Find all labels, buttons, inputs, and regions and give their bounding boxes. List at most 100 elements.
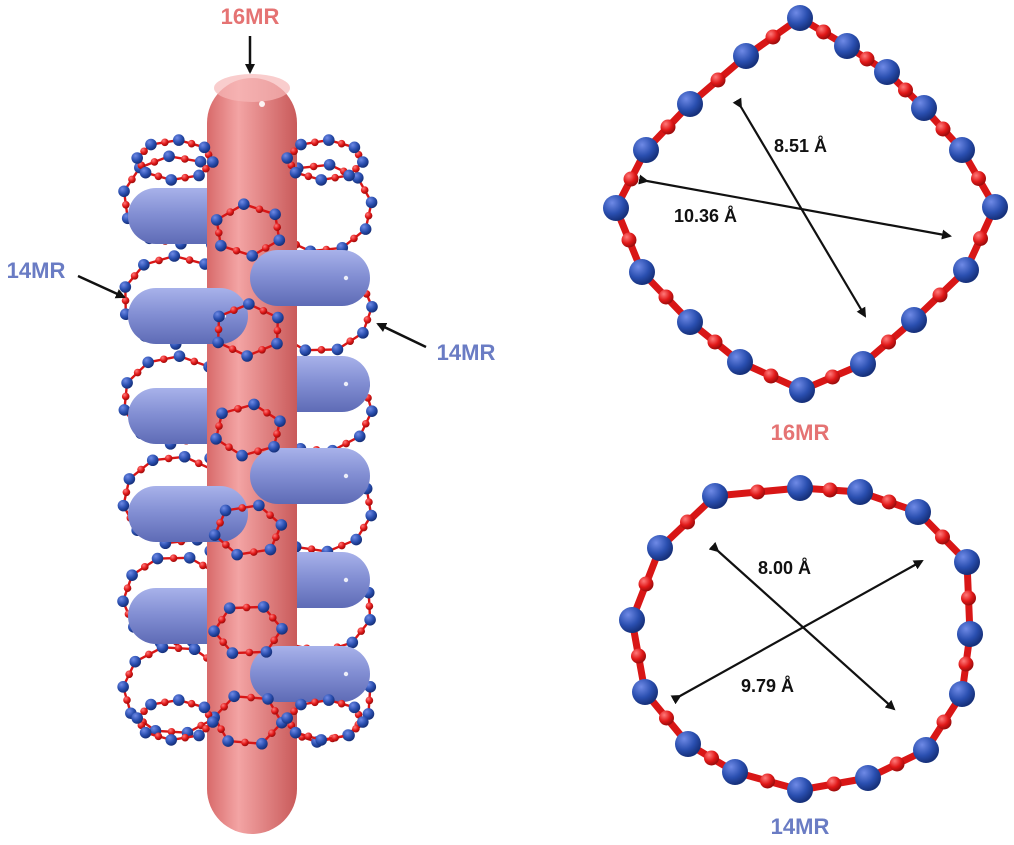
lattice-atom bbox=[145, 698, 157, 711]
tetrahedral-atom bbox=[619, 607, 645, 633]
lattice-oxygen bbox=[225, 443, 233, 452]
lattice-oxygen bbox=[219, 638, 228, 646]
lattice-oxygen bbox=[125, 670, 133, 679]
lattice-oxygen bbox=[185, 256, 194, 264]
lattice-atom bbox=[272, 311, 284, 324]
oxygen-atom bbox=[750, 484, 765, 500]
oxygen-atom bbox=[760, 773, 775, 789]
lattice-oxygen bbox=[242, 603, 251, 612]
lattice-atom bbox=[207, 156, 219, 168]
lattice-atom bbox=[208, 529, 221, 541]
oxygen-atom bbox=[704, 750, 719, 766]
tetrahedral-atom bbox=[949, 681, 975, 707]
lattice-atom bbox=[365, 509, 378, 522]
lattice-oxygen bbox=[121, 392, 130, 401]
lattice-oxygen bbox=[202, 164, 210, 173]
label-16mr-channel: 16MR bbox=[221, 4, 280, 29]
dimension-14mr-b: 9.79 Å bbox=[741, 676, 794, 696]
lattice-atom bbox=[193, 729, 205, 742]
oxygen-atom bbox=[881, 334, 896, 350]
lattice-atom bbox=[262, 693, 274, 705]
tetrahedral-atom bbox=[905, 499, 931, 525]
lattice-oxygen bbox=[214, 228, 223, 237]
lattice-atom bbox=[210, 433, 222, 445]
lattice-oxygen bbox=[249, 548, 258, 556]
lattice-atom bbox=[281, 152, 293, 164]
lattice-oxygen bbox=[137, 465, 145, 474]
lattice-oxygen bbox=[270, 636, 278, 645]
lattice-oxygen bbox=[145, 650, 153, 659]
dimension-arrow-14mr-b bbox=[670, 560, 924, 705]
lattice-atom bbox=[364, 614, 376, 626]
lattice-oxygen bbox=[123, 696, 131, 704]
lattice-atom bbox=[139, 726, 152, 739]
lattice-atom bbox=[295, 138, 307, 151]
lattice-atom bbox=[178, 450, 191, 463]
lattice-oxygen bbox=[241, 738, 249, 747]
lattice-oxygen bbox=[160, 355, 168, 364]
lattice-atom bbox=[246, 250, 258, 262]
oxygen-atom bbox=[826, 776, 842, 792]
lattice-oxygen bbox=[254, 447, 262, 455]
tetrahedral-atom bbox=[901, 307, 927, 333]
lattice-atom bbox=[156, 641, 169, 654]
caption-14mr-ring: 14MR bbox=[771, 814, 830, 839]
lattice-atom bbox=[323, 158, 336, 171]
lattice-oxygen bbox=[169, 554, 178, 562]
lattice-oxygen bbox=[140, 707, 148, 716]
lattice-oxygen bbox=[365, 696, 374, 705]
lattice-atom bbox=[359, 223, 372, 235]
lattice-atom bbox=[352, 171, 364, 184]
lattice-oxygen bbox=[187, 139, 196, 148]
lattice-oxygen bbox=[287, 161, 296, 170]
lattice-atom bbox=[248, 398, 260, 411]
lattice-atom bbox=[215, 239, 227, 252]
oxygen-atom bbox=[680, 514, 695, 530]
lattice-oxygen bbox=[150, 158, 159, 166]
lattice-oxygen bbox=[199, 561, 207, 570]
lattice-oxygen bbox=[217, 725, 225, 733]
channel-14mr-front-group bbox=[128, 250, 370, 702]
lattice-atom bbox=[117, 499, 130, 512]
lattice-atom bbox=[188, 643, 201, 656]
lattice-oxygen bbox=[140, 147, 148, 156]
lattice-atom bbox=[238, 198, 250, 210]
lattice-oxygen bbox=[263, 408, 271, 417]
lattice-oxygen bbox=[194, 459, 203, 468]
lattice-oxygen bbox=[307, 545, 316, 554]
lattice-atom bbox=[118, 404, 131, 416]
lattice-atom bbox=[268, 440, 280, 453]
capsule-body bbox=[250, 250, 370, 306]
tetrahedral-atom bbox=[733, 43, 759, 69]
tetrahedral-atom bbox=[647, 535, 673, 561]
tetrahedral-atom bbox=[954, 549, 980, 575]
lattice-oxygen bbox=[362, 419, 370, 428]
lattice-atom bbox=[253, 499, 265, 512]
lattice-oxygen bbox=[204, 710, 213, 719]
dimension-arrow-16mr-long bbox=[638, 174, 952, 240]
tetrahedral-atom bbox=[603, 195, 629, 221]
lattice-oxygen bbox=[234, 405, 242, 413]
lattice-atom bbox=[350, 533, 363, 546]
lattice-atom bbox=[275, 519, 288, 531]
lattice-oxygen bbox=[271, 707, 279, 715]
dimension-14mr-a: 8.00 Å bbox=[758, 558, 811, 578]
oxygen-atom bbox=[623, 171, 639, 187]
lattice-oxygen bbox=[266, 511, 274, 519]
lattice-oxygen bbox=[122, 488, 131, 497]
tetrahedral-atom bbox=[722, 759, 748, 785]
lattice-oxygen bbox=[272, 533, 280, 542]
lattice-atom bbox=[289, 166, 302, 179]
lattice-atom bbox=[131, 712, 143, 724]
capsule-body bbox=[250, 646, 370, 702]
lattice-oxygen bbox=[164, 454, 173, 463]
lattice-atom bbox=[366, 300, 378, 313]
lattice-oxygen bbox=[214, 325, 223, 334]
arrow-14mr-right bbox=[376, 322, 427, 349]
lattice-oxygen bbox=[226, 208, 235, 216]
lattice-atom bbox=[357, 327, 369, 339]
tetrahedral-atom bbox=[911, 95, 937, 121]
capsule-highlight bbox=[343, 473, 349, 479]
lattice-atom bbox=[165, 734, 178, 746]
lattice-oxygen bbox=[259, 307, 268, 315]
